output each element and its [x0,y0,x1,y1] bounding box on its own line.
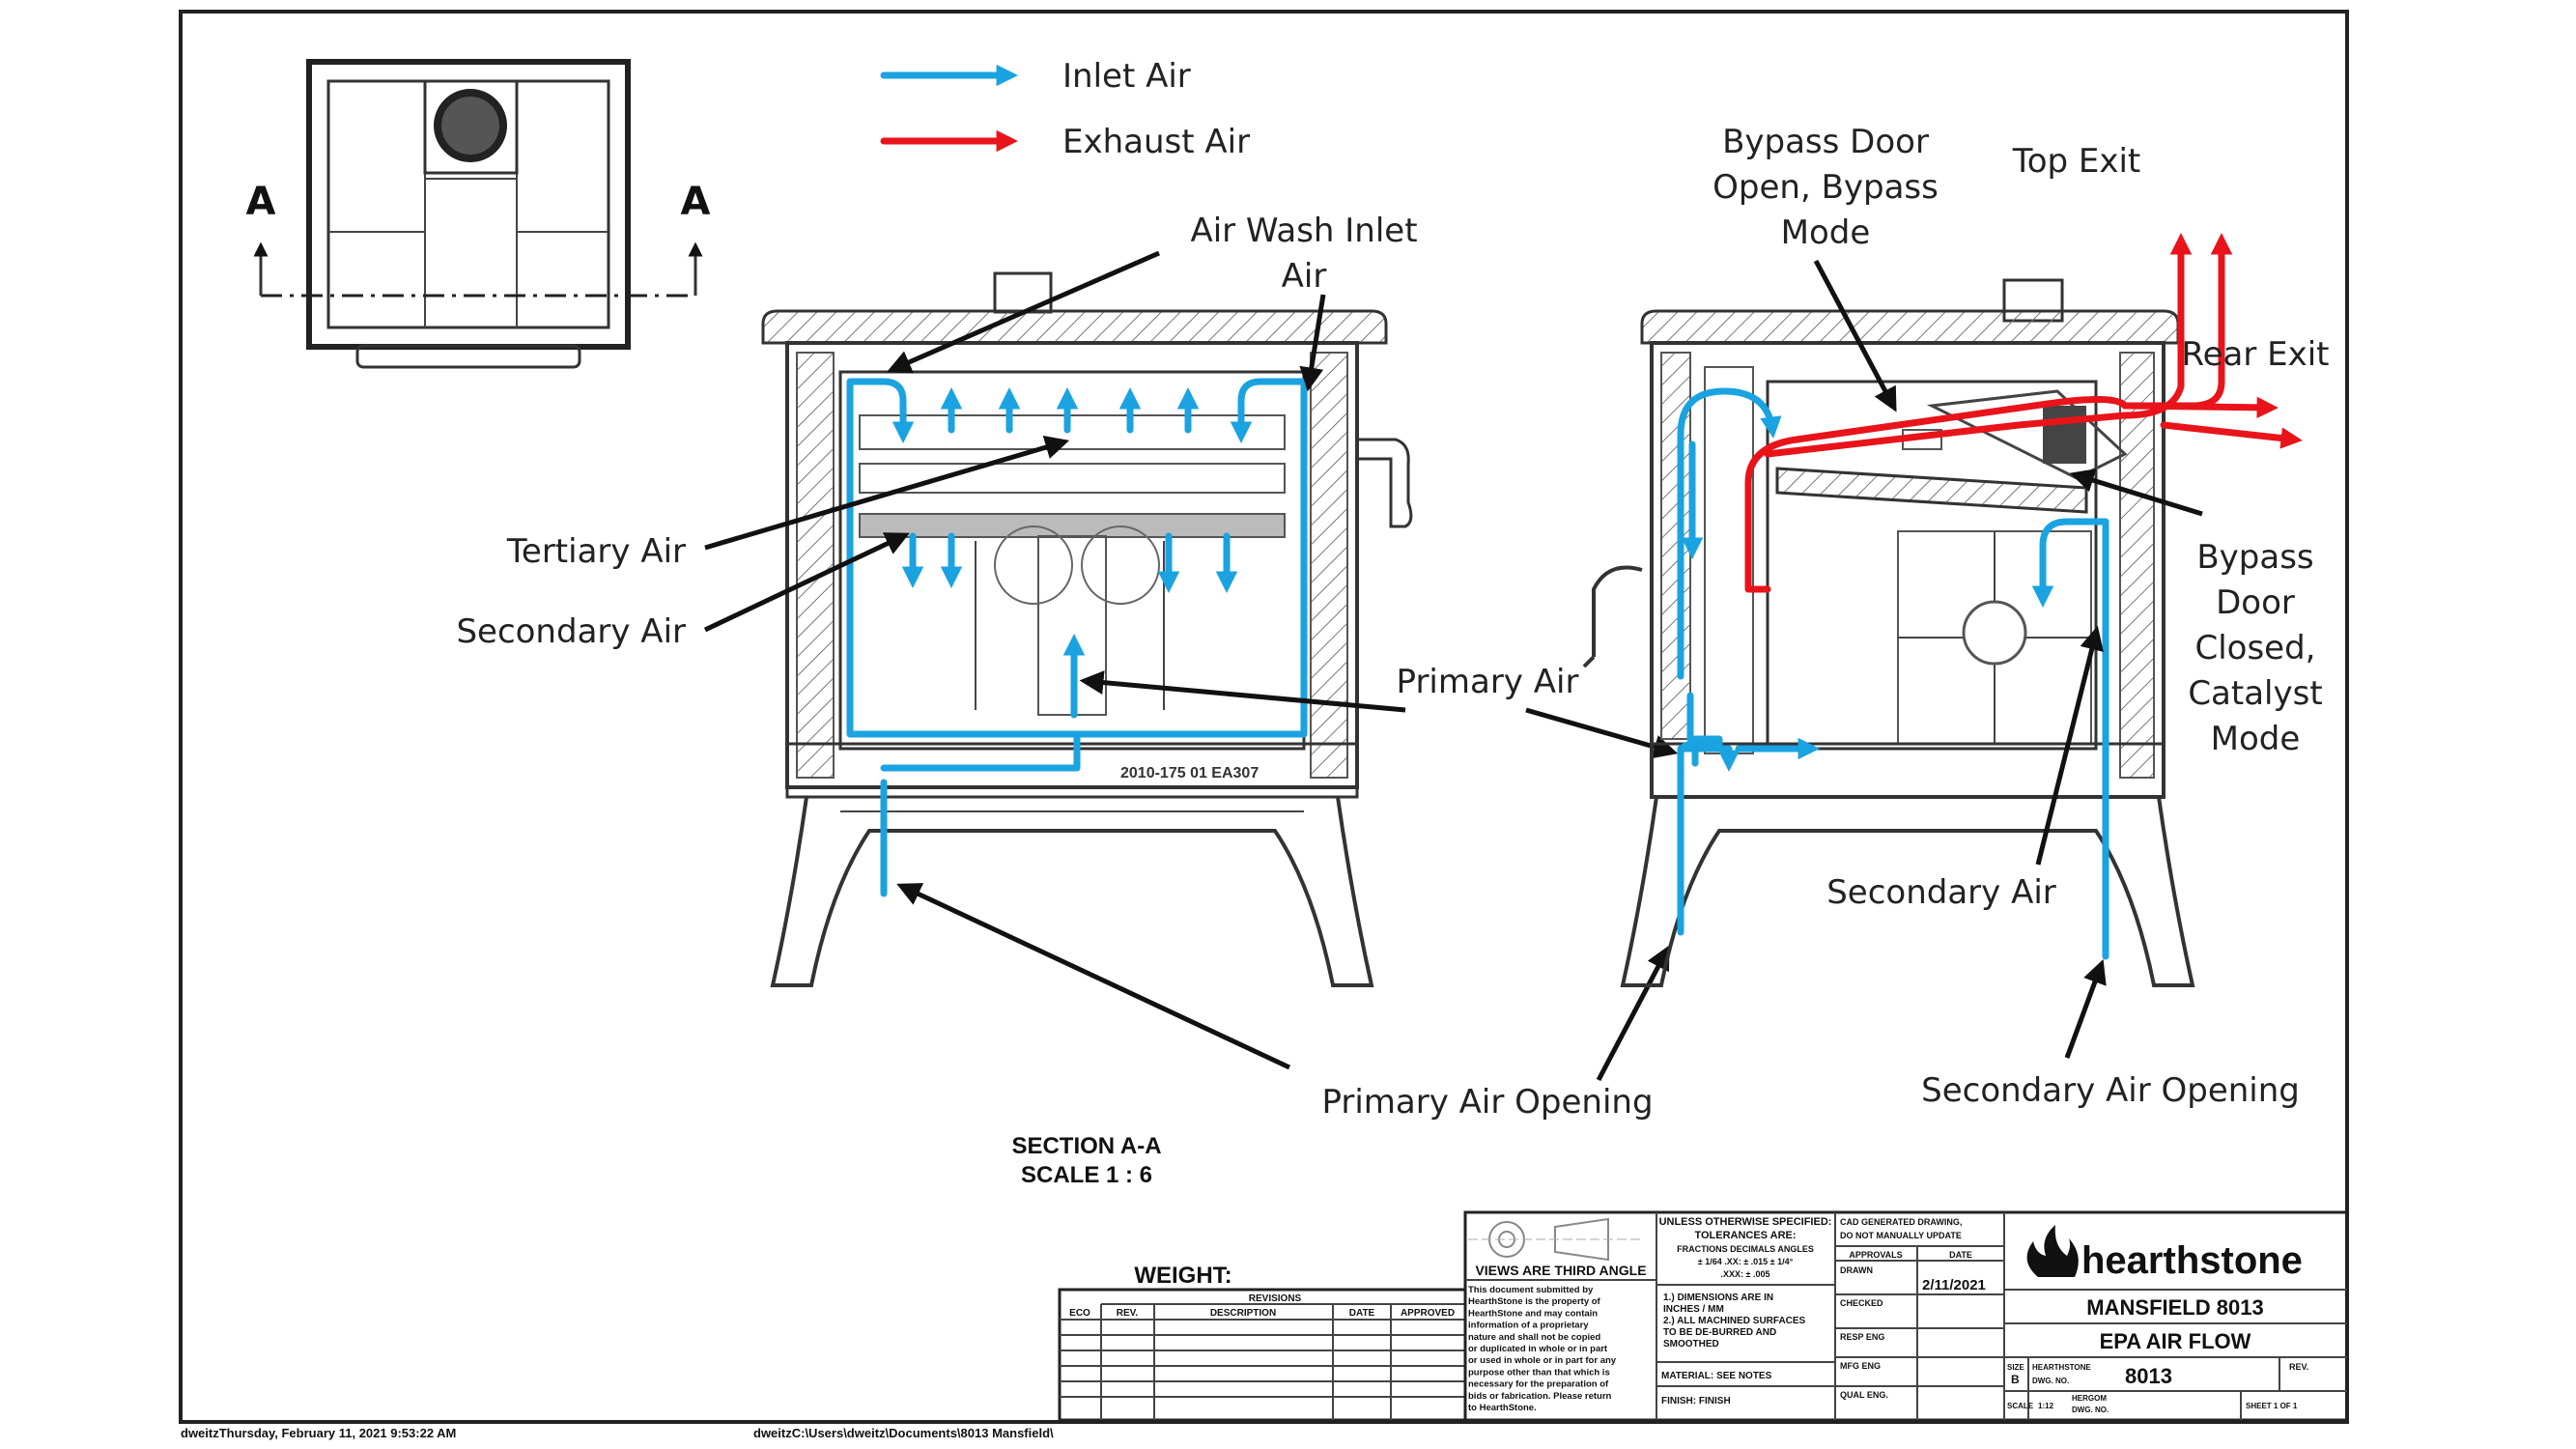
bypass-closed-label-3: Closed, [2194,629,2315,668]
front-section-view: 2010-175 01 EA307 [761,271,1413,987]
notes-line: SMOOTHED [1663,1339,1719,1350]
bypass-closed-label-5: Mode [2211,720,2301,758]
primary-air-opening-label: Primary Air Opening [1321,1083,1653,1122]
notice-line: information of a proprietary [1468,1321,1589,1331]
section-title: SECTION A-A [1011,1133,1161,1159]
weight-label: WEIGHT: [1134,1263,1231,1289]
notice-line: to HearthStone. [1468,1403,1537,1413]
date-header: DATE [1949,1250,1972,1260]
notice-line: nature and shall not be copied [1468,1332,1600,1343]
resp-eng-label: RESP ENG [1840,1332,1884,1342]
secondary-air-label-front: Secondary Air [456,612,686,651]
rear-exit-label: Rear Exit [2181,335,2329,374]
brand-name: hearthstone [2081,1239,2303,1282]
notice-line: This document submitted by [1468,1285,1594,1295]
rev-col-eco: ECO [1069,1308,1090,1319]
notice-line: necessary for the preparation of [1468,1379,1609,1390]
drawing-title-1: MANSFIELD 8013 [2086,1295,2263,1320]
bypass-closed-label-4: Catalyst [2188,674,2322,713]
revisions-header: REVISIONS [1249,1293,1302,1304]
rev-col-date: DATE [1349,1308,1375,1319]
finish-note: FINISH: FINISH [1661,1396,1731,1406]
flame-logo-icon [2026,1225,2079,1277]
bypass-closed-label-2: Door [2216,583,2295,622]
views-third-angle: VIEWS ARE THIRD ANGLE [1475,1263,1646,1278]
notes-line: 1.) DIMENSIONS ARE IN [1663,1293,1773,1303]
notes-line: 2.) ALL MACHINED SURFACES [1663,1316,1806,1326]
hearthstone-label: HEARTHSTONE [2032,1363,2091,1372]
air-wash-label: Air Wash Inlet [1190,212,1417,250]
secondary-air-label-side: Secondary Air [1826,873,2056,912]
side-exhaust-air-flow [1744,233,2303,593]
size-value: B [2011,1373,2020,1386]
notice-line: HearthStone and may contain [1468,1308,1598,1319]
bypass-open-label-1: Bypass Door [1722,123,1929,161]
bypass-open-label-2: Open, Bypass [1713,168,1939,207]
dwg-number: 8013 [2125,1364,2172,1388]
checked-label: CHECKED [1840,1298,1883,1308]
cad-note-2: DO NOT MANUALLY UPDATE [1840,1231,1962,1240]
tertiary-air-label: Tertiary Air [506,532,686,571]
secondary-air-opening-label: Secondary Air Opening [1921,1071,2300,1110]
cad-note-1: CAD GENERATED DRAWING, [1840,1217,1962,1227]
rev-col-rev: REV. [1117,1308,1139,1319]
tolerance-line-1: FRACTIONS DECIMALS ANGLES [1677,1244,1814,1254]
drawing-frame [179,10,2349,1424]
qual-eng-label: QUAL ENG. [1840,1390,1888,1400]
tolerance-sub: TOLERANCES ARE: [1694,1230,1796,1241]
scale-label: SCALE [2007,1402,2034,1410]
material-note: MATERIAL: SEE NOTES [1661,1371,1772,1381]
drawn-date: 2/11/2021 [1922,1277,1986,1293]
legend: Inlet Air Exhaust Air [880,57,1250,161]
air-wash-label-2: Air [1282,257,1327,296]
side-labels: Bypass Door Open, Bypass Mode Top Exit R… [1713,123,2329,1110]
hergom-dwg-label: DWG. NO. [2072,1406,2109,1414]
top-view: A A [246,59,711,369]
drawing-title-2: EPA AIR FLOW [2100,1329,2251,1353]
sheet-label: SHEET 1 OF 1 [2246,1402,2298,1410]
notes-line: TO BE DE-BURRED AND [1663,1327,1776,1338]
rev-col-approved: APPROVED [1401,1308,1455,1319]
notice-line: or duplicated in whole or in part [1468,1344,1608,1354]
size-label: SIZE [2007,1363,2024,1372]
notice-line: HearthStone is the property of [1468,1296,1601,1307]
drawn-label: DRAWN [1840,1265,1873,1275]
title-block: WEIGHT: REVISIONS ECO REV. DESCRIPTION D… [1058,1210,2349,1422]
top-exit-label: Top Exit [2012,142,2141,181]
notice-line: or used in whole or in part for any [1468,1355,1617,1366]
front-labels: Air Wash Inlet Air Tertiary Air Secondar… [456,212,1679,1122]
hergom-label: HERGOM [2072,1394,2107,1403]
notice-line: bids or fabrication. Please return [1468,1391,1612,1402]
notice-line: purpose other than that which is [1468,1367,1610,1378]
rev-label: REV. [2289,1362,2308,1372]
dwg-label: DWG. NO. [2032,1377,2069,1385]
plate-code: 2010-175 01 EA307 [1120,765,1259,781]
rev-col-description: DESCRIPTION [1210,1308,1276,1319]
tolerance-line-2: ± 1/64 .XX: ± .015 ± 1/4° [1698,1257,1794,1266]
side-inlet-air-flow [1677,387,2109,960]
footer-timestamp: dweitzThursday, February 11, 2021 9:53:2… [181,1426,456,1440]
primary-air-label: Primary Air [1397,663,1579,701]
section-mark-right: A [681,180,711,224]
front-inlet-air-flow [846,378,1308,897]
tolerance-line-3: .XXX: ± .005 [1721,1269,1770,1279]
bypass-closed-label-1: Bypass [2196,538,2313,577]
notes-line: INCHES / MM [1663,1304,1724,1315]
mfg-eng-label: MFG ENG [1840,1361,1881,1371]
exhaust-legend-label: Exhaust Air [1062,123,1250,161]
section-scale: SCALE 1 : 6 [1021,1162,1152,1188]
inlet-legend-label: Inlet Air [1062,57,1191,96]
bypass-open-label-3: Mode [1781,213,1871,252]
tolerance-title: UNLESS OTHERWISE SPECIFIED: [1659,1216,1832,1228]
section-mark-left: A [246,180,276,224]
footer-path: dweitzC:\Users\dweitz\Documents\8013 Man… [753,1426,1054,1440]
approvals-header: APPROVALS [1849,1250,1902,1260]
scale-value: 1:12 [2038,1402,2054,1410]
